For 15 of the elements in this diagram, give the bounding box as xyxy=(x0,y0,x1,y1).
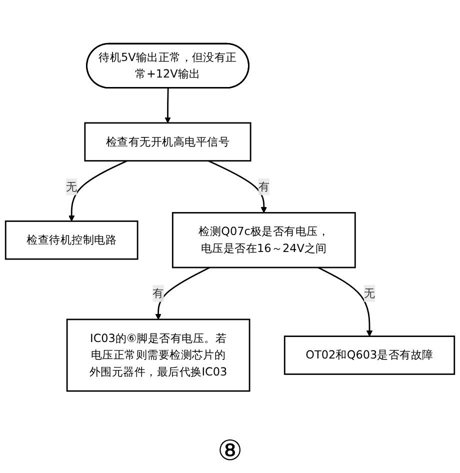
figure-number: ⑧ xyxy=(218,434,242,467)
node-box: OT02和Q603是否有故障 xyxy=(284,335,456,375)
edge-label: 有 xyxy=(258,179,270,193)
edge-label: 无 xyxy=(66,179,78,193)
node-box: 检查待机控制电路 xyxy=(4,220,138,260)
arrow xyxy=(68,160,128,222)
node-box: 检测Q07c极是否有电压，电压是否在16～24V之间 xyxy=(172,212,356,268)
arrow xyxy=(155,266,210,320)
arrow xyxy=(208,160,267,213)
edge-label: 无 xyxy=(364,286,376,300)
arrow xyxy=(164,88,171,123)
arrow xyxy=(318,266,373,336)
node-box: IC03的⑥脚是否有电压。若电压正常则需要检测芯片的外围元器件，最后代换IC03 xyxy=(66,318,250,392)
node-box: 检查有无开机高电平信号 xyxy=(84,122,252,162)
edge-label: 有 xyxy=(152,286,164,300)
